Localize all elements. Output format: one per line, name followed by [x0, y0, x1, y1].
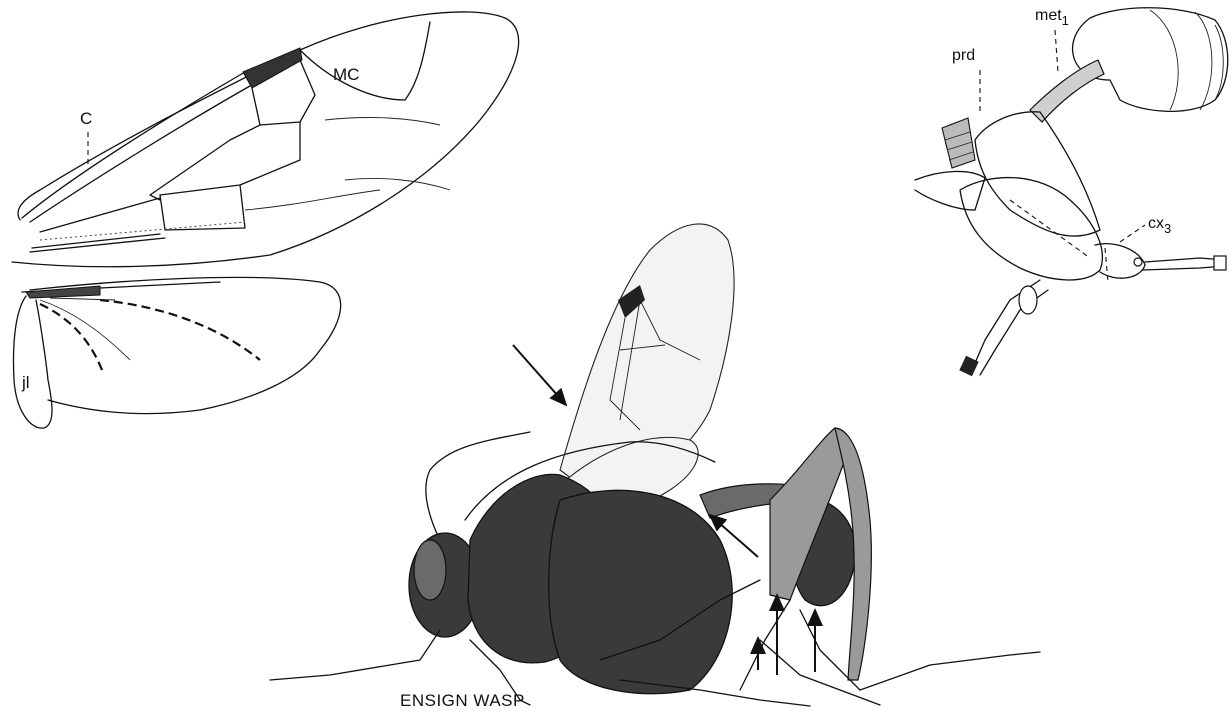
detail-propodeum	[975, 112, 1100, 236]
wasp-foreleg	[270, 630, 440, 680]
arrow-forewing-costa	[513, 345, 566, 405]
figure-caption: ENSIGN WASP	[400, 691, 525, 710]
wasp-propodeum	[549, 490, 732, 693]
detail-metasoma-band-2	[1195, 12, 1212, 110]
hindwing-thick-edge	[26, 286, 100, 298]
detail-coxa-label: cx3	[1148, 215, 1171, 236]
detail-foot	[1214, 256, 1226, 270]
hindwing-vein-1	[40, 300, 130, 360]
detail-femur	[1145, 258, 1225, 262]
wasp-hindleg-tarsi	[860, 652, 1040, 690]
detail-coxa-joint	[1134, 258, 1142, 266]
detail-thorax-fragment	[915, 171, 985, 210]
hindwing-jugal-lobe-outline	[14, 296, 53, 428]
detail-lower-foot	[959, 356, 978, 376]
forewing-stigma	[243, 48, 302, 88]
forewing-marginal-cell-label: MC	[333, 65, 359, 84]
detail-metasoma-bulb	[1073, 8, 1228, 112]
forewing-anal-stub-2	[30, 238, 165, 252]
detail-lower-joint	[1019, 286, 1037, 314]
forewing-costa-vein	[22, 72, 245, 218]
detail-propodeum-label: prd	[952, 47, 975, 64]
forewing-outline	[12, 12, 519, 267]
hindwing-diagram: jl	[14, 277, 341, 428]
detail-coxa-dash	[1010, 200, 1090, 258]
forewing-outer-vein-3	[245, 190, 380, 210]
hindwing-dashed-vein-2	[100, 300, 260, 360]
forewing-costa-label: C	[80, 109, 92, 128]
detail-metasoma-leader	[1055, 30, 1058, 72]
hindwing-fold-vein	[50, 298, 115, 300]
hindwing-jugal-lobe-label: jl	[21, 373, 30, 392]
detail-metasoma-band-1	[1150, 10, 1178, 110]
hindwing-outline	[30, 277, 341, 413]
forewing-marginal-cell-border	[300, 22, 430, 100]
detail-coxa-leader	[1120, 225, 1145, 242]
wasp-eye	[414, 540, 446, 600]
ensign-wasp-habitus: ENSIGN WASP	[270, 224, 1040, 710]
forewing-outer-vein-2	[345, 178, 450, 190]
forewing-vein-a	[160, 185, 245, 230]
propodeum-detail-diagram: prd met1 cx3	[915, 7, 1228, 376]
forewing-subcosta-vein	[30, 86, 250, 222]
detail-metasoma-label: met1	[1035, 7, 1069, 28]
forewing-vein-cu	[160, 122, 300, 195]
detail-coxa-dash-2	[1105, 248, 1108, 282]
forewing-outer-vein-1	[325, 118, 440, 125]
forewing-diagram: C MC	[12, 12, 519, 267]
forewing-dotted-fold	[40, 222, 245, 240]
detail-hind-coxa	[960, 178, 1102, 280]
detail-femur-2	[1143, 266, 1225, 270]
